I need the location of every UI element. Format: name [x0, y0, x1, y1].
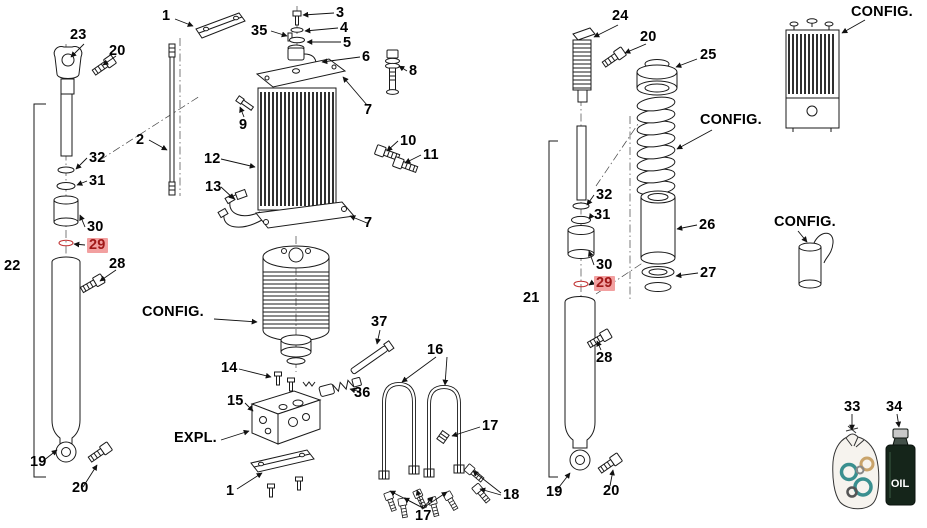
spring-config — [636, 96, 676, 196]
seal-ring-small — [855, 465, 865, 475]
config-capacitor — [798, 232, 834, 289]
bracket-1-bottom — [250, 449, 315, 498]
screw-3 — [292, 10, 302, 26]
coupler-36 — [318, 376, 362, 397]
seal-ring-small — [846, 486, 858, 498]
bolt-8 — [385, 49, 400, 95]
cylinder-gland-30-right — [567, 225, 595, 259]
stud-rod-2 — [168, 43, 176, 196]
bolt-20-bottom-left — [86, 441, 114, 465]
rod-37 — [350, 340, 395, 375]
cylinder-body — [51, 256, 81, 463]
washer-32 — [57, 166, 75, 174]
washer-31-right — [571, 215, 591, 225]
bolt-20-bottom-right — [596, 452, 624, 476]
bracket-1-top — [195, 12, 246, 39]
reservoir-body-12 — [257, 87, 337, 211]
valve-body-15 — [250, 390, 322, 445]
wire-harness-13 — [217, 188, 263, 228]
seal-ring-teal — [853, 477, 873, 497]
washer-32-right — [572, 202, 590, 210]
oil-bottle-label: OIL — [891, 478, 910, 490]
washer-5 — [289, 36, 305, 44]
cylinder-gland-30 — [53, 195, 79, 227]
piston-rod — [60, 93, 73, 157]
screw-14a — [274, 371, 282, 386]
electric-motor-config — [262, 245, 330, 365]
center-power-unit-assembly — [168, 10, 419, 498]
shaft-24 — [572, 27, 596, 103]
oil-bottle-34: OIL — [885, 428, 916, 506]
construction-lines — [65, 6, 645, 372]
small-spring — [302, 381, 316, 387]
right-tilt-cylinder-assembly — [548, 27, 678, 478]
tube-fitting-17 — [408, 465, 420, 475]
config-motor-block — [785, 18, 840, 132]
tube-fitting-17 — [378, 470, 390, 480]
washer-31 — [56, 182, 76, 190]
manifold-plate-7-top — [255, 58, 347, 88]
leader-lines — [42, 11, 902, 509]
fitting-bolt-17 — [427, 496, 441, 518]
washer-4 — [290, 27, 304, 33]
fitting-bolt-17 — [397, 497, 410, 519]
o-ring-29 — [58, 239, 74, 247]
cylinder-body-right — [564, 296, 596, 471]
bolt-18 — [471, 482, 492, 505]
seal-ring-tan — [859, 456, 875, 472]
bracket-22 — [33, 103, 46, 478]
tube-fitting-17 — [453, 464, 465, 474]
bolt-20-top-right — [600, 46, 628, 70]
tube-fitting-17 — [423, 468, 435, 478]
clevis-rod-end-23 — [53, 46, 83, 95]
tube-fitting-17 — [436, 430, 450, 444]
o-ring-29-right — [573, 280, 589, 288]
left-trim-cylinder-assembly — [33, 46, 118, 478]
bolt-18 — [463, 463, 486, 484]
bottle-cap — [892, 428, 909, 439]
bracket-21 — [548, 140, 558, 478]
seal-rings-27 — [641, 266, 675, 292]
piston-rod-right — [576, 125, 587, 201]
screw-9 — [235, 95, 255, 111]
bolt-11 — [391, 156, 419, 175]
cylinder-sleeve-26 — [640, 190, 676, 265]
bolt-28-left — [78, 273, 106, 295]
seal-kit-bag-33 — [832, 425, 880, 510]
hydraulic-tubing-assembly — [378, 381, 492, 519]
screw-14b — [287, 377, 295, 392]
end-cap-25 — [636, 59, 678, 96]
